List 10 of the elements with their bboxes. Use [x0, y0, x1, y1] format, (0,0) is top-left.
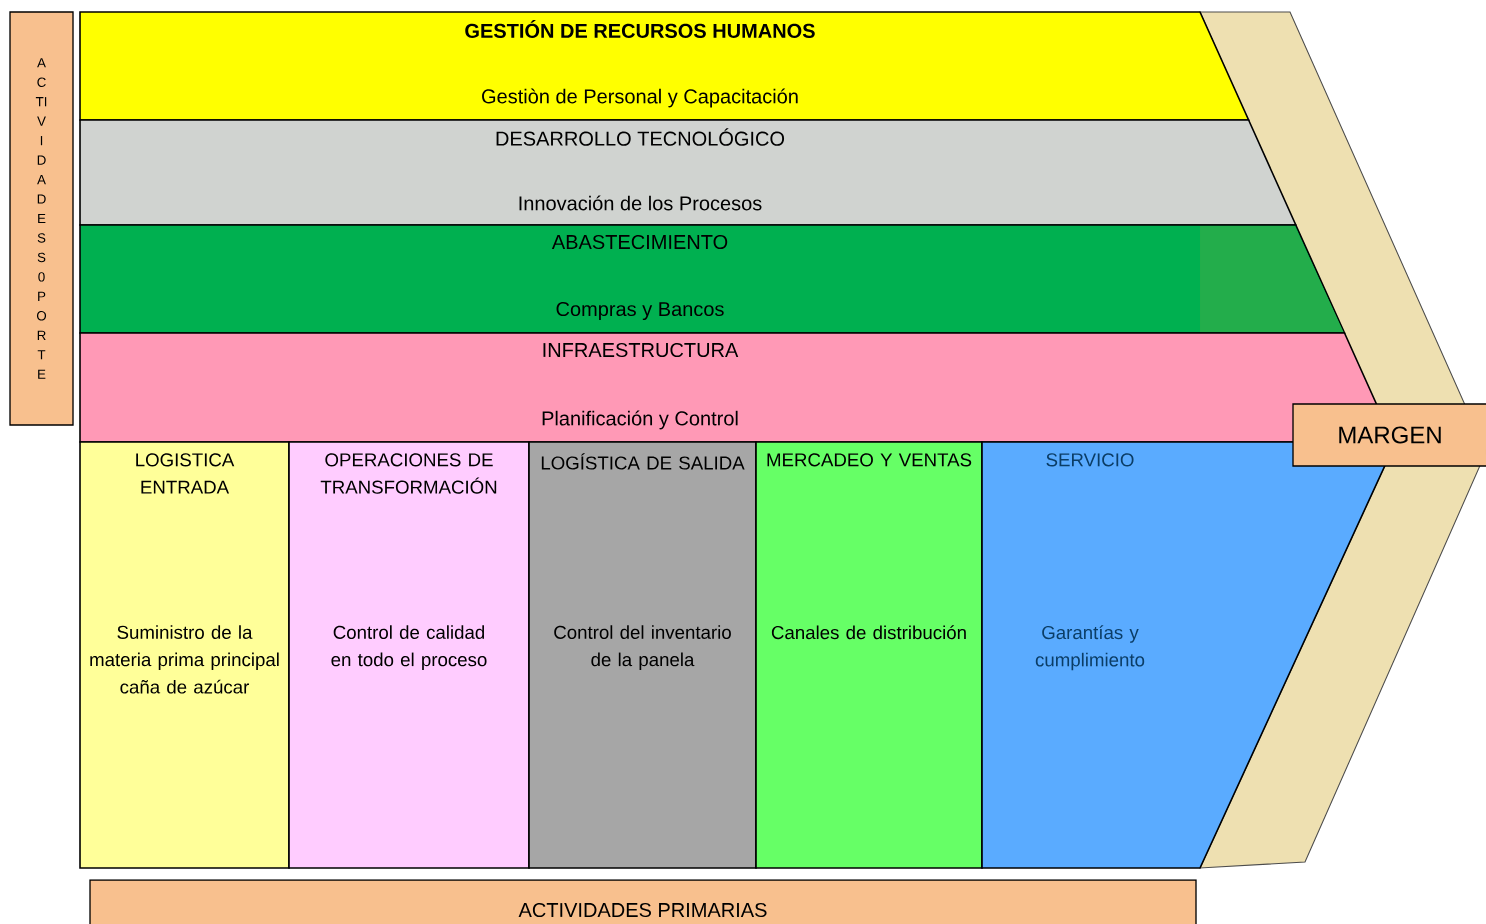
support-band: GESTIÓN DE RECURSOS HUMANOS Gestiòn de Personal y Capacitación	[79, 11, 1250, 121]
support-band: ABASTECIMIENTO Compras y Bancos	[79, 224, 1346, 334]
activity-column: LOGISTICA ENTRADA Suministro de la materia prima principal caña de azúcar	[79, 441, 290, 869]
margin-box: MARGEN	[1292, 403, 1486, 467]
activity-column: MERCADEO Y VENTAS Canales de distribución	[755, 441, 983, 869]
side-label: ACTIVIDADES S0PORTE	[9, 11, 74, 426]
activity-column: LOGÍSTICA DE SALIDA Control del inventario de la panela	[528, 441, 757, 869]
support-band: DESARROLLO TECNOLÓGICO Innovación de los Procesos	[79, 119, 1298, 226]
primary-bar: ACTIVIDADES PRIMARIAS	[89, 879, 1197, 924]
activity-column: OPERACIONES DE TRANSFORMACIÓN Control de calidad en todo el proceso	[288, 441, 530, 869]
